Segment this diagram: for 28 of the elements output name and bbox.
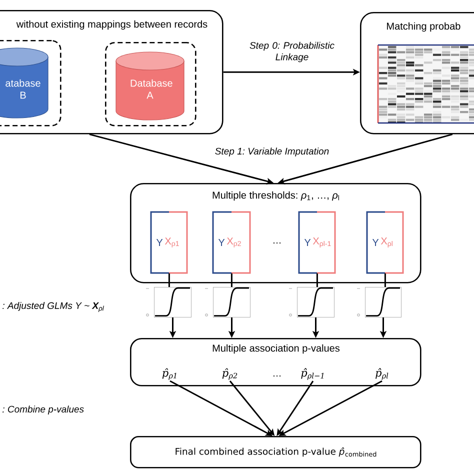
rounded-box: Matching probab (360, 12, 474, 134)
variable-box: Y X$_{ρl-1}$ (298, 211, 336, 274)
step-label: : Adjusted GLMs Y ~ X$_{ρl}$ (2, 302, 104, 312)
p-value-label: p̂$_{ρ2}$ (222, 368, 238, 380)
sigmoid-plot (204, 287, 250, 318)
sigmoid-plot (146, 287, 192, 318)
database-cylinder: Database A (116, 52, 184, 120)
sigmoid-plot (288, 287, 334, 318)
step-label: : Combine p-values (2, 406, 84, 414)
p-value-label: p̂$_{ρ1}$ (162, 368, 176, 380)
p-value-label: p̂$_{ρl}$ (376, 368, 388, 380)
database-cylinder: atabase B (0, 48, 48, 118)
variable-box: Y X$_{ρ1}$ (150, 211, 188, 274)
variable-box: Y X$_{ρ2}$ (212, 211, 251, 274)
connector-line (168, 273, 170, 287)
connector-line (384, 273, 386, 287)
dashed-box (0, 40, 62, 126)
connector-line (230, 273, 232, 287)
result-box: Final combined association p-value p̂$_{combined}$ (130, 436, 422, 468)
connector-line (316, 273, 318, 287)
ellipsis: … (274, 376, 280, 377)
p-value-label: p̂$_{ρl−1}$ (301, 368, 324, 380)
variable-box: Y X$_{ρl}$ (366, 211, 404, 274)
edge-label: Step 0: Probabilistic Linkage (250, 42, 334, 62)
sigmoid-plot (356, 287, 402, 318)
edge-label: Step 1: Variable Imputation (215, 148, 329, 156)
ellipsis: … (274, 242, 280, 244)
dashed-box (105, 42, 196, 126)
